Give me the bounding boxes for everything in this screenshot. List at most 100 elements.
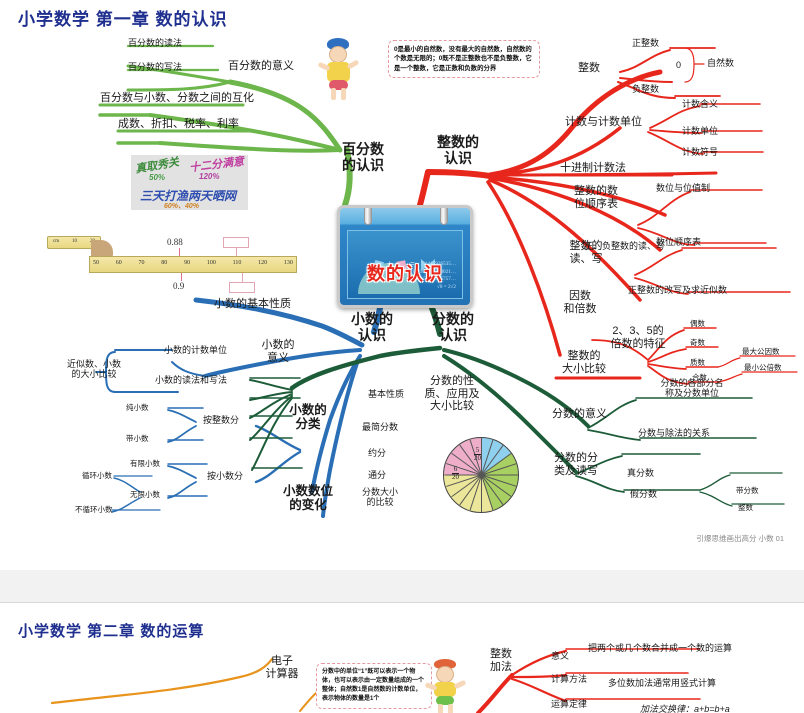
- node-positive-integer: 正整数: [632, 38, 660, 48]
- branch-title-integer: 整数的 认识: [437, 134, 479, 167]
- node-fraction-basic-property: 基本性质: [368, 389, 405, 399]
- kid-skirt: [329, 80, 348, 90]
- cartoon-kid-top: [316, 38, 362, 100]
- detail-addition-method: 多位数加法通常用竖式计算: [608, 678, 717, 688]
- node-prime: 质数: [690, 358, 705, 367]
- ruler-bar: [89, 256, 297, 273]
- pct-value-3: 60%、40%: [164, 203, 200, 210]
- kid-arm-right: [346, 59, 360, 70]
- ruler-tick-90: 90: [184, 260, 191, 266]
- node-decimal-counting-system: 十进制计数法: [560, 162, 626, 174]
- note-natural-numbers: 0是最小的自然数，没有最大的自然数，自然数的个数是无限的；0既不是正整数也不是负…: [388, 40, 540, 78]
- node-fraction-compare: 分数大小 的比较: [361, 487, 398, 508]
- node-decimal-classify: 小数的 分类: [289, 403, 327, 432]
- kid2-hat: [434, 659, 456, 669]
- node-addition-laws: 运算定律: [551, 699, 588, 709]
- node-addition-meaning: 意义: [551, 651, 570, 661]
- detail-addition-meaning: 把两个或几个数合并成一个数的运算: [588, 643, 733, 653]
- node-decimal-place-change: 小数数位 的变化: [282, 484, 333, 513]
- node-fraction-property-app-compare: 分数的性 质、应用及 大小比较: [424, 375, 480, 413]
- ruler-blank-box-top: [223, 237, 249, 248]
- ruler-tick-70: 70: [138, 260, 145, 266]
- node-fraction-classify-read-write: 分数的分 类及读写: [554, 452, 598, 477]
- kid2-arm-right: [453, 679, 467, 690]
- node-multiples-235: 2、3、5的 倍数的特征: [610, 325, 666, 350]
- node-lcm: 最小公倍数: [744, 363, 782, 372]
- cartoon-kid-bottom: [424, 659, 468, 713]
- node-read-write-pos-neg: 正、负整数的读、写: [584, 241, 666, 251]
- node-mixed-decimal: 带小数: [126, 434, 149, 443]
- ruler-tick-130: 130: [283, 260, 293, 266]
- node-pure-decimal: 纯小数: [126, 403, 149, 412]
- node-percent-meaning: 百分数的意义: [228, 60, 294, 72]
- ruler-ticks: 50 60 70 80 90 100 110 120 130: [93, 260, 293, 266]
- node-proper-fraction: 真分数: [627, 468, 655, 478]
- node-percent-reading: 百分数的读法: [128, 38, 183, 48]
- node-fraction-meaning: 分数的意义: [552, 408, 607, 420]
- node-electronic-calculator: 电子 计算器: [265, 655, 299, 680]
- node-repeating-decimal: 循环小数: [82, 471, 112, 480]
- ruler-tick-110: 110: [232, 260, 242, 266]
- ruler-blank-box-bottom: [229, 282, 255, 293]
- node-integer-place-table: 整数的数 位顺序表: [574, 185, 618, 210]
- node-decimal-basic-property: 小数的基本性质: [214, 298, 291, 310]
- node-percent-writing: 百分数的写法: [128, 62, 183, 72]
- ruler-tick-10: 10: [72, 239, 78, 244]
- page-title-2: 小学数学 第二章 数的运算: [18, 623, 205, 640]
- pie-label-left-den: 20: [452, 473, 459, 481]
- branch-title-percent: 百分数 的认识: [342, 141, 384, 174]
- pie-label-top-den: 20: [474, 454, 481, 462]
- kid2-head: [436, 666, 454, 683]
- ruler-tick-100: 100: [206, 260, 216, 266]
- node-whole-number: 整数: [738, 503, 753, 512]
- node-classify-by-integer: 按整数分: [203, 415, 240, 425]
- node-simplest-fraction: 最简分数: [362, 422, 399, 432]
- node-integer-read-write: 整数的 读、写: [569, 240, 603, 265]
- node-fraction-parts-and-unit: 分数的各部分名 称及分数单位: [660, 378, 724, 399]
- branch-lines: [95, 44, 798, 518]
- page-title: 小学数学 第一章 数的认识: [18, 10, 228, 29]
- ruler-arrow-bottom: [181, 273, 182, 281]
- node-counting-unit: 计数单位: [682, 126, 719, 136]
- binder-ring-left: [364, 208, 372, 225]
- ruler-tick-50: 50: [93, 260, 99, 266]
- node-percent-rates: 成数、折扣、税率、利率: [118, 118, 239, 130]
- center-card-inner: + = 3.1415926535…0.2102100210021…0.57=0.…: [347, 230, 463, 299]
- node-approx-and-compare: 近似数、小数 的大小比较: [66, 359, 121, 380]
- ruler-arrow-top: [179, 248, 180, 256]
- node-gcd: 最大公因数: [742, 347, 780, 356]
- ruler-tick-60: 60: [115, 260, 122, 266]
- node-counting-symbol: 计数符号: [682, 147, 719, 157]
- ruler-tick-120: 120: [258, 260, 268, 266]
- pct-value-2: 120%: [199, 172, 220, 181]
- branch-title-fraction: 分数的 认识: [432, 311, 474, 344]
- pct-value-1: 50%: [149, 173, 166, 182]
- node-counting-meaning: 计数含义: [682, 99, 719, 109]
- decorative-formulas: 3.1415926535…0.2102100210021…0.57=0.5757…: [413, 260, 456, 291]
- node-counting-and-unit: 计数与计数单位: [565, 116, 642, 128]
- node-rewrite-approx: 正整数的改写及求近似数: [628, 285, 728, 295]
- slide-footer: 引爆思维画出高分 小数 01: [696, 534, 784, 543]
- node-non-repeating-decimal: 不循环小数: [75, 505, 113, 514]
- ruler-label-088: 0.88: [167, 237, 183, 247]
- node-zero: 0: [676, 60, 682, 70]
- node-reduce-fraction: 约分: [368, 448, 387, 458]
- node-classify-by-decimal: 按小数分: [207, 471, 244, 481]
- kid2-shorts: [436, 696, 454, 705]
- center-node-title: 数的认识: [367, 264, 443, 284]
- slide-chapter-2: 小学数学 第二章 数的运算: [0, 602, 804, 713]
- center-node-card[interactable]: + = 3.1415926535…0.2102100210021…0.57=0.…: [337, 205, 473, 308]
- node-addition-method: 计算方法: [551, 674, 588, 684]
- node-mixed-number: 带分数: [736, 486, 759, 495]
- node-decimal-counting-unit: 小数的计数单位: [164, 345, 228, 355]
- pct-text-3: 三天打渔两天晒网: [140, 189, 237, 203]
- kid2-leg-right: [448, 704, 453, 713]
- binder-ring-right: [440, 208, 448, 225]
- node-common-denominator: 通分: [368, 470, 387, 480]
- node-place-order-table: 数位顺序表: [656, 237, 702, 247]
- node-place-value-system: 数位与位值制: [656, 183, 711, 193]
- triangle-left-icon: [421, 259, 428, 271]
